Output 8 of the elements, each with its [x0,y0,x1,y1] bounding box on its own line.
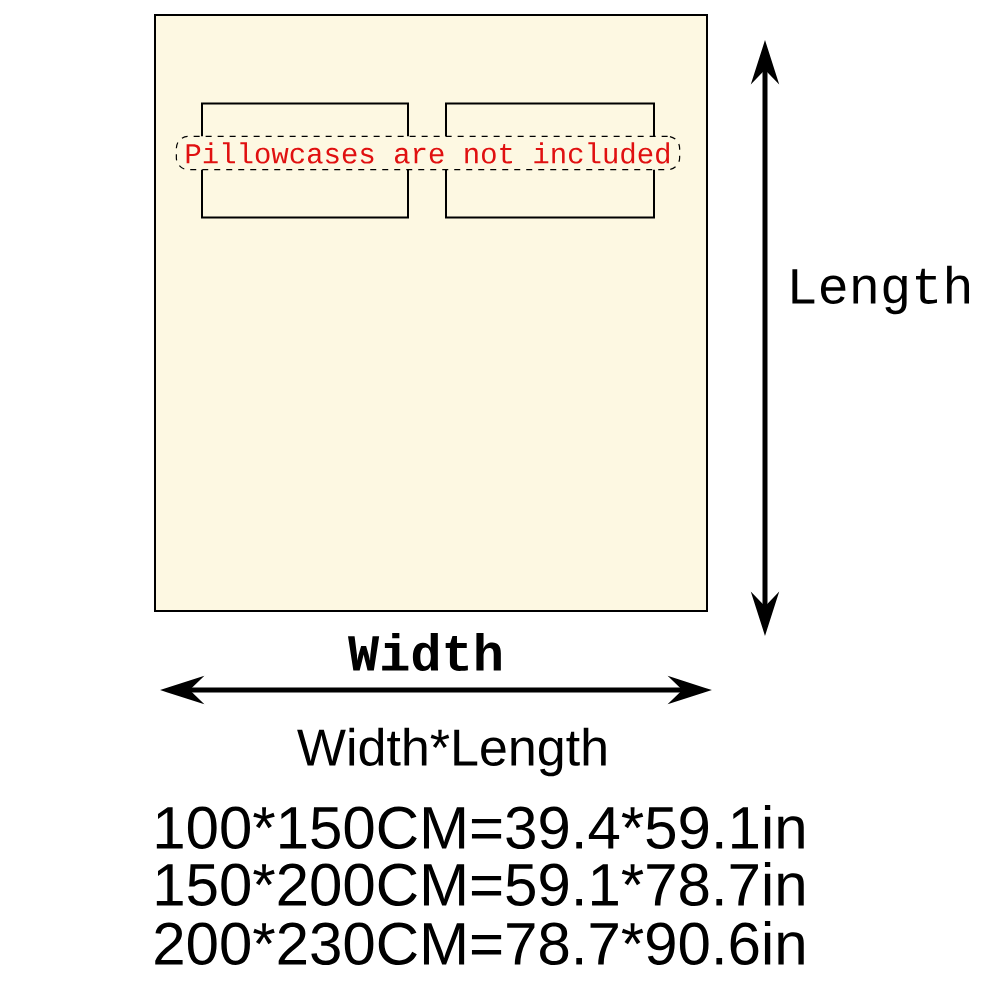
formula-label: Width*Length [297,727,606,777]
dimension-label: Length [792,265,969,315]
size-label: 150*200CM=59.1*78.7in [156,862,804,907]
bed-sheet [154,14,708,612]
size-label: 200*230CM=78.7*90.6in [155,921,804,966]
dimension-label: Width [348,632,501,672]
callout-box: Pillowcases are not included [175,135,681,171]
size-label: 100*150CM=39.4*59.1in [156,805,804,850]
